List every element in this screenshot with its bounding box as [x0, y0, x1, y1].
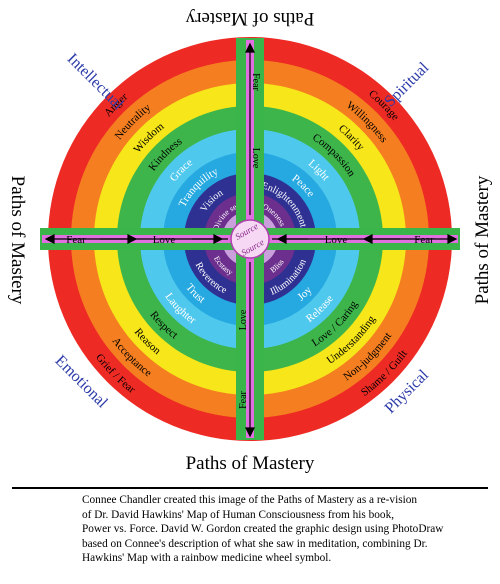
axis-fear-top: Fear [250, 73, 261, 91]
source-center [230, 219, 270, 259]
caption-line: based on Connee's description of what sh… [82, 537, 428, 550]
axis-love-left: Love [153, 234, 176, 246]
title-right: Paths of Mastery [472, 175, 493, 304]
caption-line: Hawkins' Map with a rainbow medicine whe… [82, 552, 332, 565]
caption: Connee Chandler created this image of th… [82, 493, 472, 566]
arrows [44, 42, 458, 438]
title-top: Paths of Mastery [185, 8, 314, 29]
axis-love-right: Love [325, 234, 348, 246]
caption-line: Power vs. Force. David W. Gordon created… [82, 523, 444, 536]
title-left: Paths of Mastery [7, 176, 28, 305]
title-bottom: Paths of Mastery [186, 453, 315, 474]
quadrant-spiritual: Spiritual [381, 59, 432, 110]
caption-line: of Dr. David Hawkins' Map of Human Consc… [82, 508, 395, 521]
axis-fear-bottom: Fear [238, 390, 249, 408]
axis-love-top: Love [250, 148, 261, 169]
quadrant-intellectual: Intellectual [64, 50, 127, 113]
divider [12, 487, 488, 489]
axis-love-bottom: Love [238, 309, 249, 330]
caption-line: Connee Chandler created this image of th… [82, 494, 418, 506]
axis-fear-right: Fear [414, 234, 434, 246]
axis-fear-left: Fear [66, 234, 86, 246]
